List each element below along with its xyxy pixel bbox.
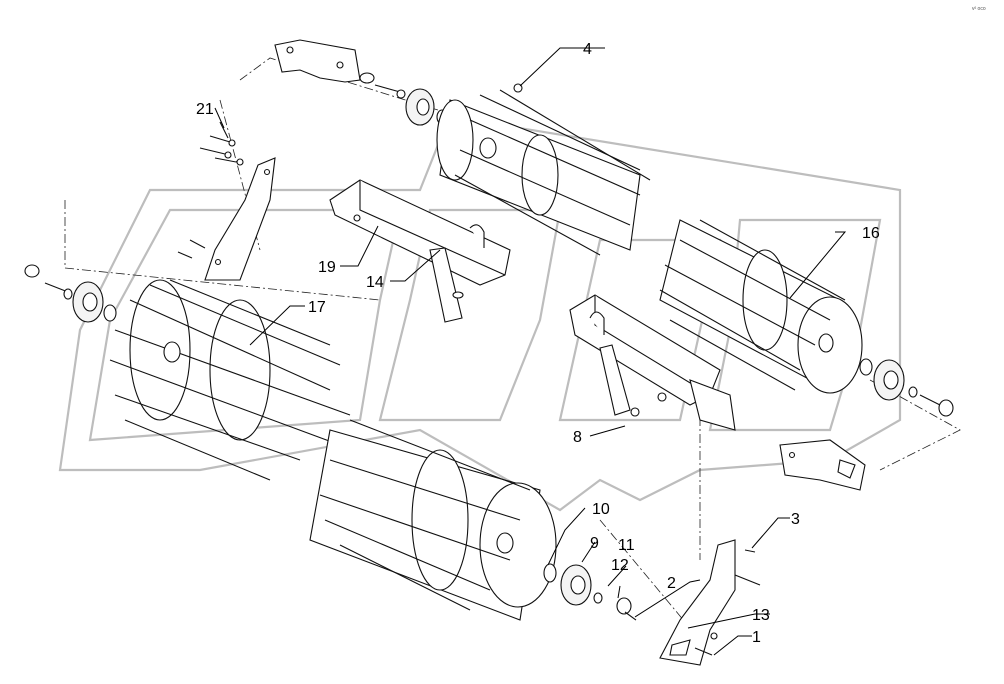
callout-21: 21 [196, 101, 214, 118]
roller-lower [309, 419, 557, 621]
leader-lines [214, 47, 847, 656]
callout-1: 1 [752, 629, 761, 646]
roller-left [109, 279, 351, 481]
alignment-lines [64, 57, 961, 641]
callout-8: 8 [573, 429, 582, 446]
callout-9: 9 [590, 535, 599, 552]
callout-17: 17 [308, 299, 326, 316]
bolt-group-21 [199, 121, 244, 166]
callout-19: 19 [318, 259, 336, 276]
left-vertical-bracket [177, 157, 276, 281]
callout-13: 13 [752, 607, 770, 624]
callout-16: 16 [862, 225, 880, 242]
corner-mark: v² oco [972, 6, 986, 12]
roller-upper [436, 83, 651, 256]
callout-11: 11 [618, 537, 635, 554]
lower-bearing-assembly [543, 563, 637, 621]
callout-4: 4 [583, 41, 592, 58]
right-lower-bracket-top [779, 439, 866, 491]
callout-2: 2 [667, 575, 676, 592]
upper-bearing-assembly [374, 84, 448, 126]
callout-3: 3 [791, 511, 800, 528]
callout-10: 10 [592, 501, 610, 518]
right-lower-bracket-13 [659, 539, 761, 666]
upper-left-bracket [274, 39, 375, 84]
right-bearing-assembly [859, 358, 954, 417]
beam-left [329, 179, 511, 323]
callout-12: 12 [611, 557, 629, 574]
beam-right [569, 294, 736, 431]
roller-right [659, 219, 863, 394]
callout-labels: 4 21 19 14 17 16 8 10 9 11 12 2 3 13 1 [196, 41, 880, 646]
left-bearing-assembly [24, 264, 117, 323]
callout-14: 14 [366, 274, 384, 291]
